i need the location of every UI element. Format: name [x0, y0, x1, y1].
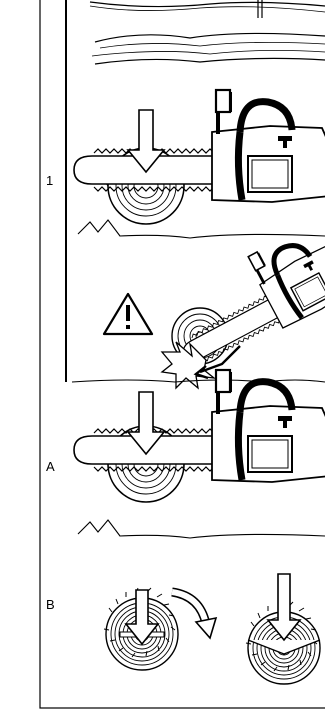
curved-rotation-arrow-icon — [172, 592, 216, 638]
ground-line-1 — [78, 220, 325, 238]
warning-triangle-icon — [104, 294, 152, 334]
section-label-1: 1 — [46, 174, 53, 187]
section-label-a: A — [46, 460, 55, 473]
section-label-b: B — [46, 598, 55, 611]
section-b-down-arrow-icon-2 — [268, 574, 300, 640]
top-log-fragment — [90, 0, 325, 18]
ground-line-2 — [72, 380, 325, 382]
top-log-body — [92, 33, 325, 64]
ground-line-a — [78, 520, 325, 538]
